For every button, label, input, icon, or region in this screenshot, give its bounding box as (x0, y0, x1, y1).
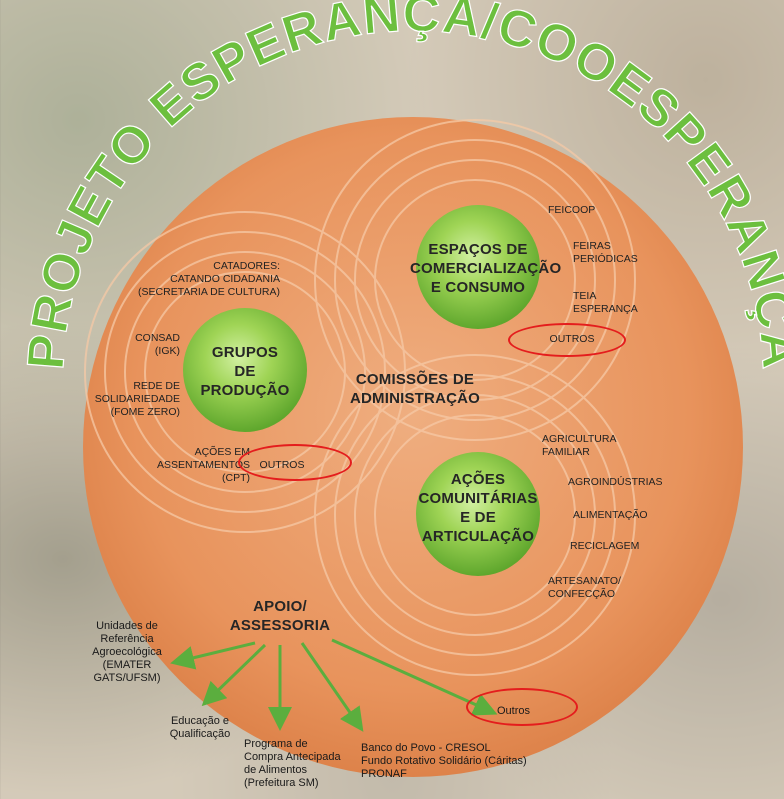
node-espacos-circle (416, 205, 540, 329)
node-acoes-line4: ARTICULAÇÃO (421, 528, 535, 545)
apoio-item-educacao: Educação e Qualificação (169, 715, 231, 740)
node-espacos-line1: ESPAÇOS DE (428, 241, 528, 258)
node-comissoes-line1: COMISSÕES DE (355, 371, 475, 388)
main-orange-circle (83, 117, 743, 777)
grupos-item-acoes-assentamentos: AÇÕES EM ASSENTAMENTOS (CPT) (157, 446, 250, 484)
arrow-outros (331, 638, 498, 716)
node-apoio-label: APOIO/ ASSESSORIA (225, 597, 335, 635)
node-grupos-line2: DE (234, 363, 256, 380)
apoio-item-programa: Programa de Compra Antecipada de Aliment… (244, 738, 341, 789)
acoes-item-reciclagem: RECICLAGEM (570, 540, 640, 552)
apoio-item-unidades: Unidades de Referência Agroecológica (EM… (92, 620, 162, 684)
grupos-item-rede: REDE DE SOLIDARIEDADE (FOME ZERO) (94, 380, 180, 418)
acoes-item-alimentacao: ALIMENTAÇÃO (573, 509, 648, 521)
arrow-unidades (170, 641, 256, 670)
apoio-item-banco: Banco do Povo - CRESOL Fundo Rotativo So… (361, 742, 527, 780)
acoes-item-agroindustrias: AGROINDÚSTRIAS (568, 476, 663, 488)
node-comissoes-line2: ADMINISTRAÇÃO (349, 390, 481, 407)
arrow-banco (300, 642, 364, 732)
node-espacos-line2: COMERCIALIZAÇÃO (410, 260, 562, 277)
highlight-ring-espacos-outros (508, 323, 626, 357)
concentric-rings (84, 119, 636, 676)
node-acoes-line3: E DE (460, 509, 496, 526)
node-grupos-line3: PRODUÇÃO (200, 382, 290, 399)
node-acoes-line1: AÇÕES (450, 471, 506, 488)
node-acoes-circle (416, 452, 540, 576)
arrow-educacao (201, 643, 267, 707)
espacos-item-feicoop: FEICOOP (548, 204, 596, 216)
highlight-ring-grupos-outros (238, 444, 352, 481)
node-comissoes-label: COMISSÕES DE ADMINISTRAÇÃO (340, 370, 490, 408)
node-grupos-line1: GRUPOS (211, 344, 279, 361)
node-grupos-label: GRUPOS DE PRODUÇÃO (190, 343, 300, 400)
grupos-item-catadores: CATADORES: CATANDO CIDADANIA (SECRETARIA… (138, 260, 280, 298)
support-arrows (170, 638, 498, 732)
node-apoio-line2: ASSESSORIA (229, 617, 331, 634)
espacos-item-teia: TEIA ESPERANÇA (573, 290, 638, 315)
highlight-ring-apoio-outros (466, 688, 578, 726)
node-acoes-label: AÇÕES COMUNITÁRIAS E DE ARTICULAÇÃO (418, 470, 538, 546)
node-acoes-line2: COMUNITÁRIAS (418, 490, 538, 507)
node-espacos-line3: E CONSUMO (430, 279, 526, 296)
espacos-item-feiras: FEIRAS PERIÓDICAS (573, 240, 638, 265)
acoes-item-artesanato: ARTESANATO/ CONFECÇÃO (548, 575, 621, 600)
acoes-item-agricultura: AGRICULTURA FAMILIAR (542, 433, 617, 458)
node-grupos-circle (183, 308, 307, 432)
grupos-item-consad: CONSAD (IGK) (135, 332, 180, 357)
node-apoio-line1: APOIO/ (253, 598, 307, 615)
node-espacos-label: ESPAÇOS DE COMERCIALIZAÇÃO E CONSUMO (410, 240, 562, 297)
